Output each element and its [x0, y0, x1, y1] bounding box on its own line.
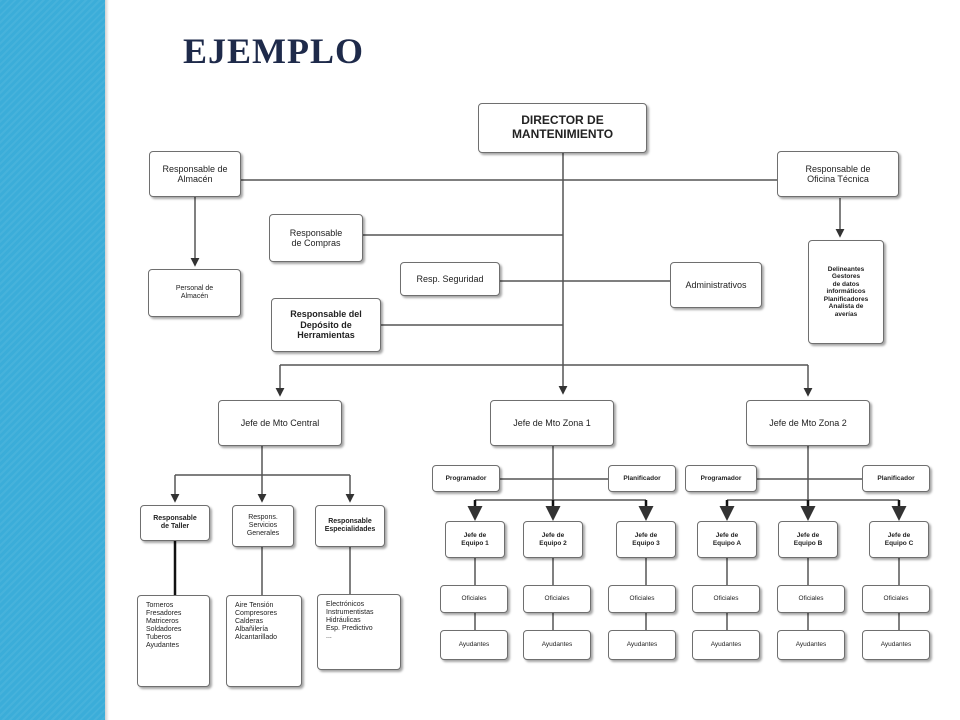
resp-taller-box: Responsable de Taller — [140, 505, 210, 541]
ayudantes-eq2-box: Ayudantes — [523, 630, 591, 660]
jefe-equipo-b-box: Jefe de Equipo B — [778, 521, 838, 558]
jefe-equipo-c-box: Jefe de Equipo C — [869, 521, 929, 558]
oficiales-eq2-box: Oficiales — [523, 585, 591, 613]
especialidades-personal-box: Electrónicos Instrumentistas Hidráulicas… — [317, 594, 401, 670]
oficiales-eqC-box: Oficiales — [862, 585, 930, 613]
jefe-equipo-a-box: Jefe de Equipo A — [697, 521, 757, 558]
side-band-shadow — [105, 0, 109, 720]
resp-seguridad-box: Resp. Seguridad — [400, 262, 500, 296]
resp-compras-box: Responsable de Compras — [269, 214, 363, 262]
jefe-equipo-2-box: Jefe de Equipo 2 — [523, 521, 583, 558]
ayudantes-eq1-box: Ayudantes — [440, 630, 508, 660]
zona2-planificador-box: Planificador — [862, 465, 930, 492]
oficiales-eq3-box: Oficiales — [608, 585, 676, 613]
oficiales-eqA-box: Oficiales — [692, 585, 760, 613]
oficiales-eqB-box: Oficiales — [777, 585, 845, 613]
zona1-programador-box: Programador — [432, 465, 500, 492]
jefe-zona1-box: Jefe de Mto Zona 1 — [490, 400, 614, 446]
side-accent-band — [0, 0, 105, 720]
jefe-equipo-1-box: Jefe de Equipo 1 — [445, 521, 505, 558]
jefe-zona2-box: Jefe de Mto Zona 2 — [746, 400, 870, 446]
personal-almacen-box: Personal de Almacén — [148, 269, 241, 317]
oficina-tecnica-tareas-box: Delineantes Gestores de datos informátic… — [808, 240, 884, 344]
resp-oficina-tecnica-box: Responsable de Oficina Técnica — [777, 151, 899, 197]
resp-especialidades-box: Responsable Especialidades — [315, 505, 385, 547]
ayudantes-eqA-box: Ayudantes — [692, 630, 760, 660]
ayudantes-eqC-box: Ayudantes — [862, 630, 930, 660]
ayudantes-eqB-box: Ayudantes — [777, 630, 845, 660]
servicios-personal-box: Aire Tensión Compresores Calderas Albañi… — [226, 595, 302, 687]
resp-servicios-box: Respons. Servicios Generales — [232, 505, 294, 547]
oficiales-eq1-box: Oficiales — [440, 585, 508, 613]
jefe-equipo-3-box: Jefe de Equipo 3 — [616, 521, 676, 558]
zona2-programador-box: Programador — [685, 465, 757, 492]
jefe-central-box: Jefe de Mto Central — [218, 400, 342, 446]
page-title: EJEMPLO — [183, 31, 365, 71]
ayudantes-eq3-box: Ayudantes — [608, 630, 676, 660]
taller-personal-box: Torneros Fresadores Matriceros Soldadore… — [137, 595, 210, 687]
director-box: DIRECTOR DE MANTENIMIENTO — [478, 103, 647, 153]
resp-almacen-box: Responsable de Almacén — [149, 151, 241, 197]
resp-deposito-box: Responsable del Depósito de Herramientas — [271, 298, 381, 352]
administrativos-box: Administrativos — [670, 262, 762, 308]
zona1-planificador-box: Planificador — [608, 465, 676, 492]
